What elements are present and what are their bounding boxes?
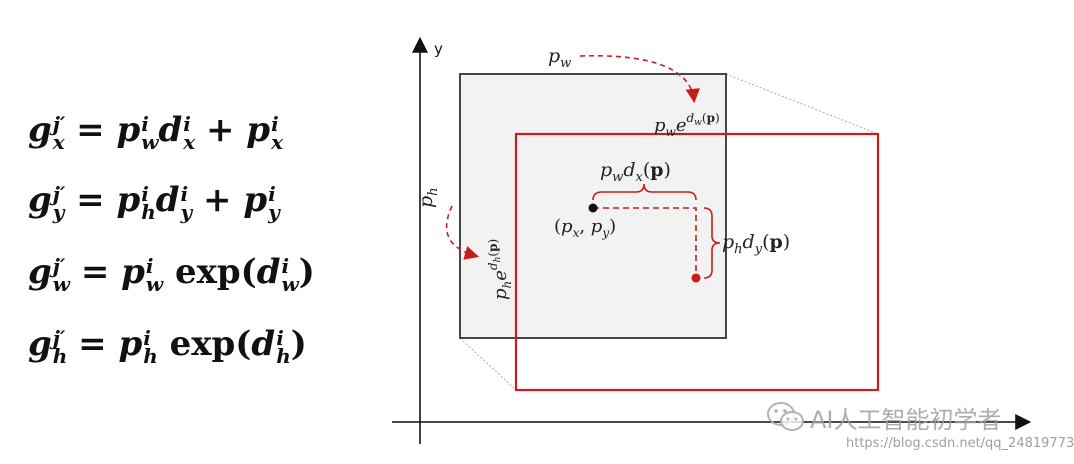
vertical-brace	[703, 207, 721, 279]
target-box	[514, 132, 880, 392]
y-axis-label: y	[434, 40, 443, 58]
guide-line-bottom	[459, 337, 517, 391]
guide-line-top	[725, 73, 879, 135]
watermark-text: AI人工智能初学者	[810, 406, 1002, 434]
horizontal-brace	[592, 183, 697, 201]
bbox-regression-diagram: y pw pwedw(p) ph phedh(p) pwdx(p) (px, p…	[392, 36, 1032, 444]
width-scale-arrow	[579, 54, 700, 104]
label-pw: pw	[548, 45, 571, 71]
shift-path	[593, 207, 697, 278]
wechat-logo-icon	[767, 402, 804, 431]
height-scale-arrow	[445, 205, 480, 260]
watermark-url: https://blog.csdn.net/qq_24819773	[846, 436, 1074, 451]
center-point	[588, 203, 598, 213]
label-ph-dy: phdy(p)	[722, 231, 790, 257]
shifted-center-point	[691, 273, 701, 283]
label-ph: ph	[415, 187, 441, 208]
